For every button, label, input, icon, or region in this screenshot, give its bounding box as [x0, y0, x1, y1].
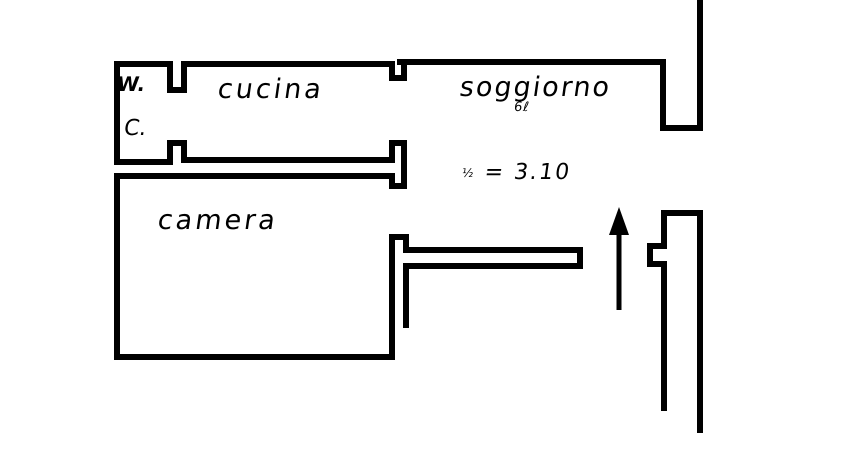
- room-label-wc-top: W.: [115, 72, 147, 96]
- room-label-cucina: cucina: [215, 74, 327, 105]
- room-label-soggiorno: soggiorno: [457, 72, 614, 103]
- ratio-annotation: ½ = 3.10: [460, 160, 573, 185]
- entrance-arrow-icon: [609, 207, 629, 310]
- wall-corridor-right: [647, 210, 703, 433]
- ratio-fraction: ½: [460, 166, 477, 180]
- room-label-wc-bottom: C.: [122, 116, 149, 141]
- ratio-value: = 3.10: [482, 160, 573, 185]
- wall-top-outer: [397, 0, 703, 131]
- wall-camera: [114, 173, 583, 360]
- room-label-camera: camera: [155, 205, 281, 236]
- room-sublabel-soggiorno: 6ℓ: [512, 100, 531, 115]
- wall-wc-partition-top: [167, 59, 407, 93]
- wall-wc-cucina-top: [114, 61, 407, 189]
